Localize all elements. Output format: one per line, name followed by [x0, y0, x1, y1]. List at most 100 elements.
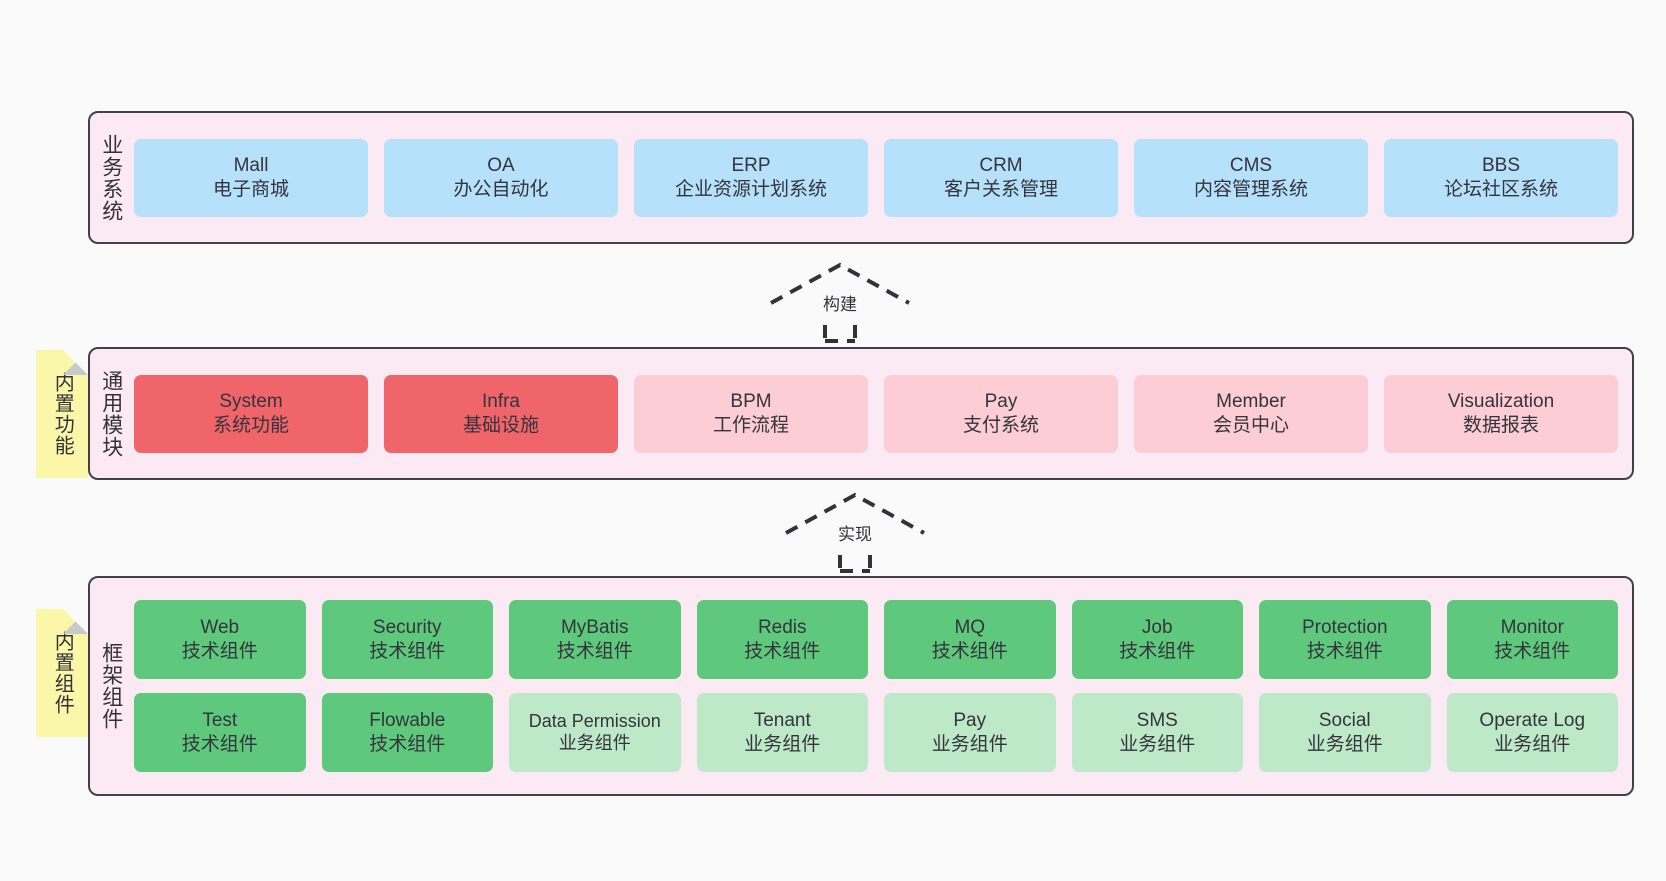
card-member-subtitle: 会员中心 [1212, 414, 1289, 436]
card-mall-subtitle: 电子商城 [212, 178, 289, 200]
layer-framework-components: 框架组件 Web 技术组件 Security 技术组件 MyBatis 技术组件… [88, 576, 1634, 796]
connector-build-label: 构建 [819, 289, 861, 316]
card-bbs[interactable]: BBS 论坛社区系统 [1384, 138, 1618, 217]
sticky-note-builtin-features-text: 内置功能 [51, 372, 74, 456]
card-web-title: Web [200, 617, 240, 639]
card-tenant[interactable]: Tenant 业务组件 [696, 693, 868, 772]
connector-implement: 实现 [772, 491, 938, 573]
card-pay-component-title: Pay [953, 710, 987, 732]
card-security[interactable]: Security 技术组件 [321, 600, 493, 679]
card-data-permission-title: Data Permission [528, 710, 661, 731]
card-bpm[interactable]: BPM 工作流程 [634, 374, 868, 453]
card-pay-module-title: Pay [984, 391, 1018, 413]
card-flowable-subtitle: 技术组件 [369, 733, 446, 755]
card-web-subtitle: 技术组件 [181, 640, 258, 662]
card-crm-title: CRM [979, 155, 1023, 177]
card-erp-subtitle: 企业资源计划系统 [674, 178, 827, 200]
card-oa-subtitle: 办公自动化 [453, 178, 549, 200]
sticky-note-builtin-components-text: 内置组件 [51, 631, 74, 715]
connector-build: 构建 [757, 261, 923, 343]
card-erp-title: ERP [731, 155, 771, 177]
card-redis-title: Redis [757, 617, 807, 639]
card-security-title: Security [372, 617, 442, 639]
card-oa[interactable]: OA 办公自动化 [384, 138, 618, 217]
card-pay-module-subtitle: 支付系统 [962, 414, 1039, 436]
card-crm[interactable]: CRM 客户关系管理 [884, 138, 1118, 217]
card-mybatis-title: MyBatis [560, 617, 629, 639]
card-mall-title: Mall [233, 155, 269, 177]
card-tenant-title: Tenant [753, 710, 811, 732]
card-bpm-subtitle: 工作流程 [712, 414, 789, 436]
card-monitor[interactable]: Monitor 技术组件 [1446, 600, 1618, 679]
card-job-subtitle: 技术组件 [1119, 640, 1196, 662]
card-test-title: Test [202, 710, 238, 732]
card-sms-title: SMS [1136, 710, 1178, 732]
layer-business-systems-label: 业务系统 [99, 133, 123, 222]
card-cms-title: CMS [1229, 155, 1273, 177]
card-test-subtitle: 技术组件 [181, 733, 258, 755]
card-test[interactable]: Test 技术组件 [134, 693, 306, 772]
card-mybatis-subtitle: 技术组件 [556, 640, 633, 662]
card-security-subtitle: 技术组件 [369, 640, 446, 662]
card-social-subtitle: 业务组件 [1306, 733, 1383, 755]
framework-components-grid: Web 技术组件 Security 技术组件 MyBatis 技术组件 Redi… [132, 578, 1632, 794]
card-sms[interactable]: SMS 业务组件 [1071, 693, 1243, 772]
card-pay-component[interactable]: Pay 业务组件 [884, 693, 1056, 772]
card-infra[interactable]: Infra 基础设施 [384, 374, 618, 453]
card-erp[interactable]: ERP 企业资源计划系统 [634, 138, 868, 217]
common-modules-card-row: System 系统功能 Infra 基础设施 BPM 工作流程 Pay 支付系统… [132, 349, 1632, 478]
business-systems-card-row: Mall 电子商城 OA 办公自动化 ERP 企业资源计划系统 CRM 客户关系… [132, 113, 1632, 242]
card-bbs-title: BBS [1481, 155, 1521, 177]
card-mybatis[interactable]: MyBatis 技术组件 [509, 600, 681, 679]
card-protection[interactable]: Protection 技术组件 [1259, 600, 1431, 679]
layer-common-modules: 通用模块 System 系统功能 Infra 基础设施 BPM 工作流程 Pay… [88, 347, 1634, 480]
layer-framework-components-label: 框架组件 [99, 642, 123, 730]
card-pay-module[interactable]: Pay 支付系统 [884, 374, 1118, 453]
connector-implement-label: 实现 [834, 519, 876, 546]
card-member-title: Member [1216, 391, 1286, 413]
card-mq-title: MQ [954, 617, 986, 639]
card-pay-component-subtitle: 业务组件 [931, 733, 1008, 755]
framework-components-row-1: Web 技术组件 Security 技术组件 MyBatis 技术组件 Redi… [134, 600, 1618, 679]
card-data-permission-subtitle: 业务组件 [558, 732, 631, 753]
card-job-title: Job [1141, 617, 1173, 639]
card-protection-title: Protection [1301, 617, 1388, 639]
card-bbs-subtitle: 论坛社区系统 [1443, 178, 1558, 200]
card-sms-subtitle: 业务组件 [1119, 733, 1196, 755]
card-data-permission[interactable]: Data Permission 业务组件 [509, 693, 681, 772]
card-monitor-subtitle: 技术组件 [1494, 640, 1571, 662]
card-tenant-subtitle: 业务组件 [744, 733, 821, 755]
card-web[interactable]: Web 技术组件 [134, 600, 306, 679]
card-oa-title: OA [487, 155, 515, 177]
card-member[interactable]: Member 会员中心 [1134, 374, 1368, 453]
card-system-title: System [219, 391, 283, 413]
card-infra-subtitle: 基础设施 [462, 414, 539, 436]
sticky-note-builtin-components: 内置组件 [36, 609, 88, 737]
card-system-subtitle: 系统功能 [212, 414, 289, 436]
card-flowable[interactable]: Flowable 技术组件 [321, 693, 493, 772]
card-operate-log[interactable]: Operate Log 业务组件 [1446, 693, 1618, 772]
layer-common-modules-label: 通用模块 [99, 369, 123, 458]
card-visualization-subtitle: 数据报表 [1462, 414, 1539, 436]
framework-components-row-2: Test 技术组件 Flowable 技术组件 Data Permission … [134, 693, 1618, 772]
card-mq[interactable]: MQ 技术组件 [884, 600, 1056, 679]
card-system[interactable]: System 系统功能 [134, 374, 368, 453]
card-infra-title: Infra [481, 391, 521, 413]
layer-business-systems: 业务系统 Mall 电子商城 OA 办公自动化 ERP 企业资源计划系统 CRM… [88, 111, 1634, 244]
card-mall[interactable]: Mall 电子商城 [134, 138, 368, 217]
card-bpm-title: BPM [730, 391, 772, 413]
card-flowable-title: Flowable [369, 710, 446, 732]
card-cms[interactable]: CMS 内容管理系统 [1134, 138, 1368, 217]
card-operate-log-title: Operate Log [1479, 710, 1586, 732]
card-redis[interactable]: Redis 技术组件 [696, 600, 868, 679]
card-visualization[interactable]: Visualization 数据报表 [1384, 374, 1618, 453]
card-crm-subtitle: 客户关系管理 [943, 178, 1058, 200]
card-job[interactable]: Job 技术组件 [1071, 600, 1243, 679]
card-protection-subtitle: 技术组件 [1306, 640, 1383, 662]
card-cms-subtitle: 内容管理系统 [1193, 178, 1308, 200]
card-mq-subtitle: 技术组件 [931, 640, 1008, 662]
card-operate-log-subtitle: 业务组件 [1494, 733, 1571, 755]
card-social[interactable]: Social 业务组件 [1259, 693, 1431, 772]
sticky-note-builtin-features: 内置功能 [36, 350, 88, 478]
card-visualization-title: Visualization [1447, 391, 1555, 413]
